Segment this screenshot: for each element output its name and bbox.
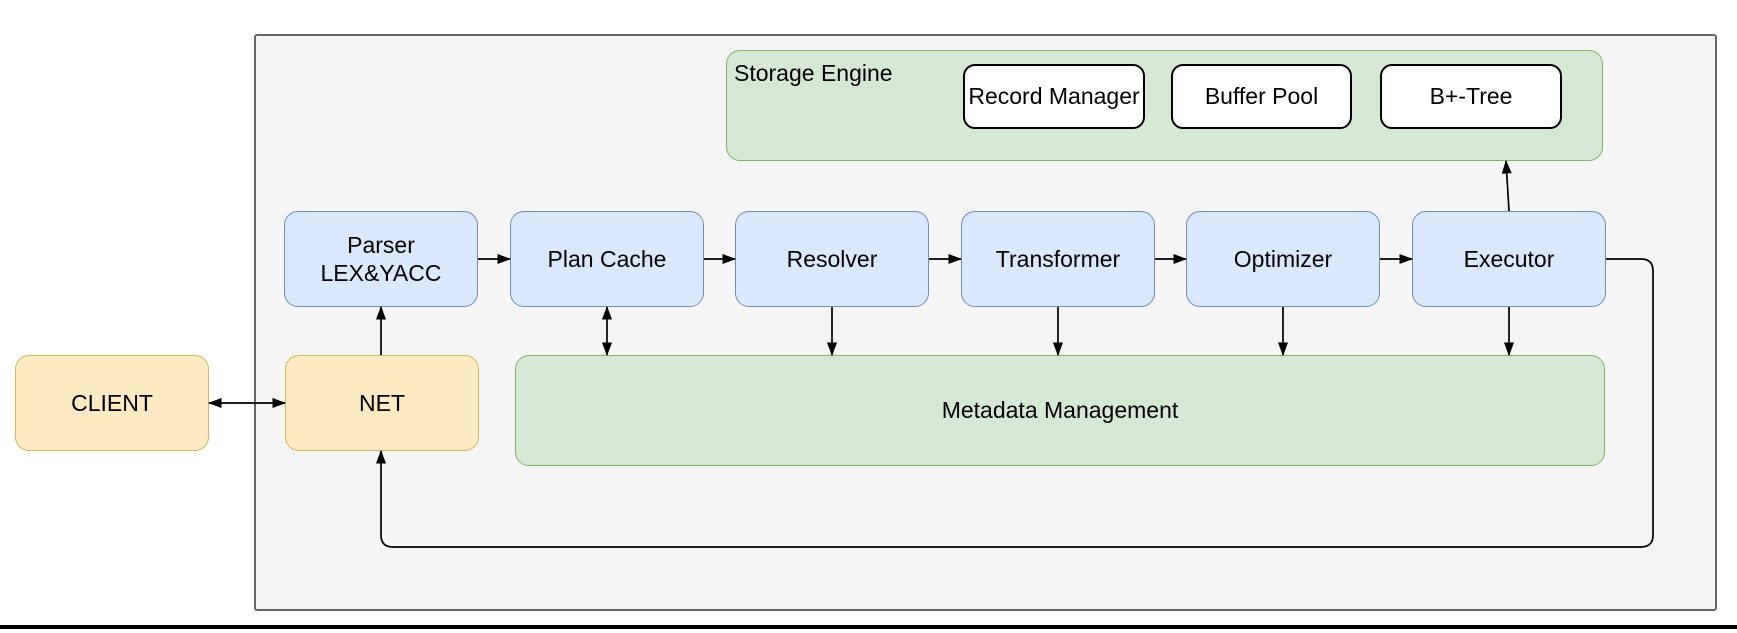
client-label: CLIENT xyxy=(71,389,153,416)
parser-box: Parser LEX&YACC xyxy=(284,211,478,307)
plan-cache-label: Plan Cache xyxy=(547,245,667,272)
record-manager-box: Record Manager xyxy=(963,64,1145,129)
buffer-pool-label: Buffer Pool xyxy=(1204,83,1319,109)
bptree-box: B+-Tree xyxy=(1380,64,1562,129)
buffer-pool-box: Buffer Pool xyxy=(1171,64,1352,129)
executor-box: Executor xyxy=(1412,211,1606,307)
net-label: NET xyxy=(359,389,405,416)
record-manager-label: Record Manager xyxy=(968,83,1140,109)
resolver-box: Resolver xyxy=(735,211,929,307)
net-box: NET xyxy=(285,355,479,451)
optimizer-label: Optimizer xyxy=(1233,245,1333,272)
client-box: CLIENT xyxy=(15,355,209,451)
executor-label: Executor xyxy=(1463,245,1555,272)
bptree-label: B+-Tree xyxy=(1429,83,1513,109)
plan-cache-box: Plan Cache xyxy=(510,211,704,307)
storage-engine-label: Storage Engine xyxy=(734,60,893,86)
bottom-rule xyxy=(0,625,1737,629)
transformer-label: Transformer xyxy=(995,245,1121,272)
parser-label-line1: Parser xyxy=(347,231,415,258)
parser-label-line2: LEX&YACC xyxy=(320,260,442,286)
optimizer-box: Optimizer xyxy=(1186,211,1380,307)
metadata-management-label: Metadata Management xyxy=(941,397,1179,423)
transformer-box: Transformer xyxy=(961,211,1155,307)
metadata-management-box: Metadata Management xyxy=(515,355,1605,466)
resolver-label: Resolver xyxy=(786,245,878,272)
